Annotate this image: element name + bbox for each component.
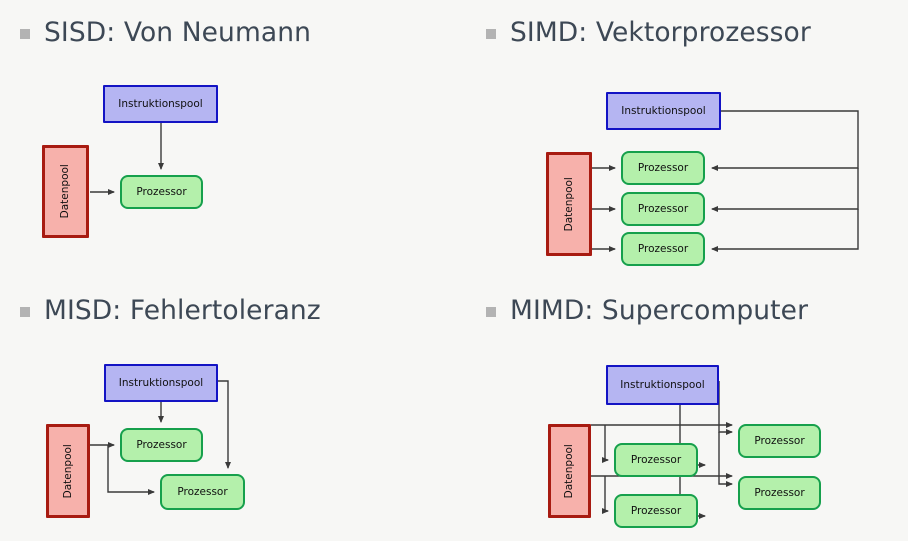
node-processor-1: Prozessor [621,151,705,185]
quadrant-misd: MISD: Fehlertoleranz Instruktionsp [0,270,454,540]
node-label: Instruktionspool [118,376,204,389]
quadrant-sisd: SISD: Von Neumann Instruktionspool Daten… [0,0,454,270]
node-label: Prozessor [136,185,187,198]
node-processor-1: Prozessor [120,428,203,462]
node-instruction-pool: Instruktionspool [104,364,218,402]
node-label: Datenpool [59,164,72,219]
node-label: Prozessor [754,486,805,499]
node-label: Instruktionspool [621,104,706,117]
quadrant-title-mimd: MIMD: Supercomputer [510,295,809,326]
node-data-pool: Datenpool [546,152,592,256]
node-data-pool: Datenpool [42,145,89,238]
bullet-square-icon [20,29,30,40]
node-processor-right-2: Prozessor [738,476,821,510]
bullet-mimd: MIMD: Supercomputer [486,295,809,326]
node-label: Prozessor [630,453,682,466]
quadrant-title-misd: MISD: Fehlertoleranz [44,295,321,326]
node-processor-2: Prozessor [621,192,705,226]
node-label: Datenpool [61,443,74,499]
node-instruction-pool: Instruktionspool [606,92,721,130]
quadrant-simd: SIMD: Vektorprozessor Instruktions [454,0,908,270]
node-label: Datenpool [562,176,575,232]
node-label: Datenpool [563,443,576,499]
node-data-pool: Datenpool [548,424,591,518]
node-label: Prozessor [630,504,682,517]
node-label: Prozessor [637,161,689,174]
bullet-square-icon [486,307,496,318]
node-label: Instruktionspool [620,378,705,391]
node-label: Prozessor [637,202,689,215]
node-label: Prozessor [136,438,187,451]
bullet-square-icon [486,29,496,40]
bullet-square-icon [20,307,30,318]
node-label: Prozessor [754,434,805,447]
node-data-pool: Datenpool [46,424,90,518]
node-processor-1: Prozessor [120,175,203,209]
node-label: Instruktionspool [118,97,203,110]
bullet-sisd: SISD: Von Neumann [20,17,311,48]
bullet-misd: MISD: Fehlertoleranz [20,295,321,326]
node-processor-2: Prozessor [160,474,245,510]
node-instruction-pool: Instruktionspool [606,365,719,405]
node-instruction-pool: Instruktionspool [103,85,218,123]
bullet-simd: SIMD: Vektorprozessor [486,17,811,48]
node-label: Prozessor [637,242,689,255]
quadrant-title-simd: SIMD: Vektorprozessor [510,17,811,48]
node-processor-right-1: Prozessor [738,424,821,458]
quadrant-mimd: MIMD: Supercomputer [454,270,908,540]
quadrant-title-sisd: SISD: Von Neumann [44,17,311,48]
node-processor-left-2: Prozessor [614,494,698,528]
node-processor-left-1: Prozessor [614,443,698,477]
node-label: Prozessor [177,485,228,498]
node-processor-3: Prozessor [621,232,705,266]
